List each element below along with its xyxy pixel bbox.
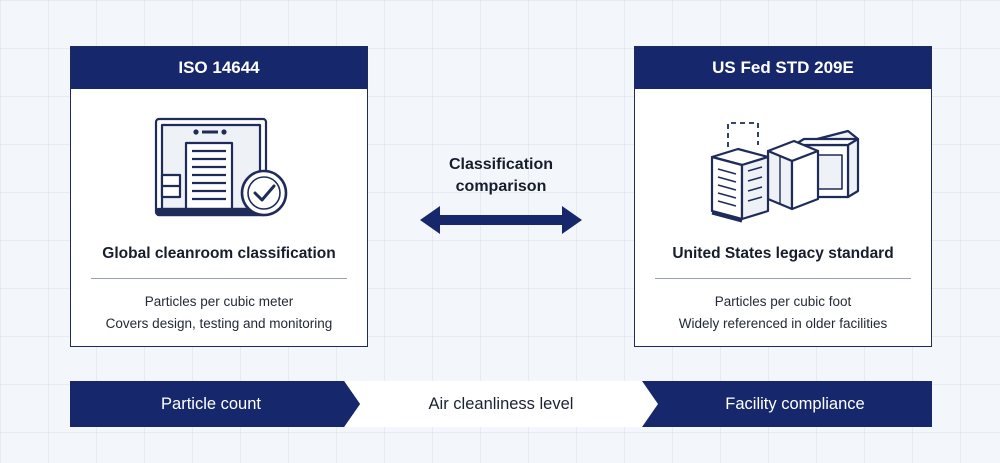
legacy-equipment-icon <box>635 105 931 245</box>
iso-14644-card: ISO 14644 <box>70 46 368 347</box>
air-cleanliness-step: Air cleanliness level <box>428 394 574 413</box>
fed-std-209e-title: United States legacy standard <box>672 245 894 262</box>
facility-compliance-step: Facility compliance <box>725 394 865 413</box>
iso-14644-title: Global cleanroom classification <box>102 245 336 262</box>
comparison-label-line-2: comparison <box>455 178 547 195</box>
cleanroom-unit-icon <box>71 105 367 245</box>
comparison-label-line-1: Classification <box>448 156 554 173</box>
fed-std-209e-divider <box>655 278 911 279</box>
fed-std-209e-line-2: Widely referenced in older facilities <box>678 316 888 331</box>
fed-std-209e-header: US Fed STD 209E <box>635 47 931 89</box>
particle-count-step: Particle count <box>161 394 261 413</box>
process-bar: Particle count Air cleanliness level Fac… <box>70 381 932 427</box>
fed-std-209e-card: US Fed STD 209E <box>634 46 932 347</box>
iso-14644-description: Particles per cubic meter Covers design,… <box>71 291 367 335</box>
comparison-label: Classification comparison <box>415 154 587 198</box>
process-bar-shape <box>70 381 932 427</box>
iso-14644-line-1: Particles per cubic meter <box>144 294 294 309</box>
fed-std-209e-line-1: Particles per cubic foot <box>714 294 852 309</box>
iso-14644-header: ISO 14644 <box>71 47 367 89</box>
iso-14644-divider <box>91 278 347 279</box>
fed-std-209e-description: Particles per cubic foot Widely referenc… <box>635 291 931 335</box>
iso-14644-line-2: Covers design, testing and monitoring <box>105 316 333 331</box>
double-arrow-icon <box>420 206 582 234</box>
